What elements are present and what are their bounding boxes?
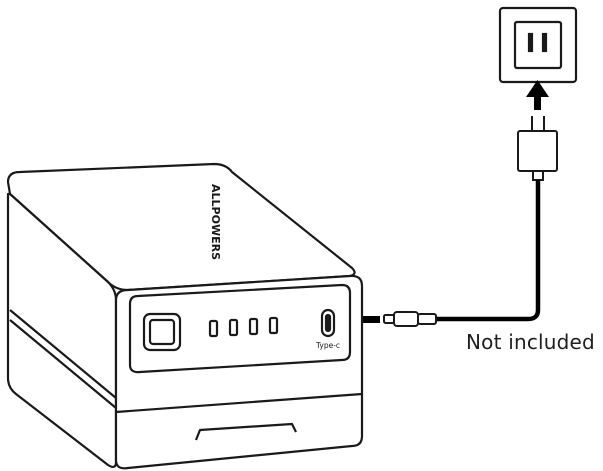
socket-plate [498,6,578,84]
socket-slot-right [541,32,548,53]
arrow-up-icon [526,80,549,110]
battery-indicator-1 [208,319,219,338]
side-groove-bottom [9,319,117,409]
power-button-inner [148,318,176,346]
side-groove-top [9,309,117,399]
device-top [6,162,356,292]
connector-strain-relief [417,313,437,325]
port-label: Type-c [315,341,340,350]
battery-indicator-2 [228,318,239,337]
power-station [6,162,364,470]
wall-socket [498,6,578,84]
charger-body [517,130,558,172]
device-side [6,192,118,469]
usb-c-connector [383,311,437,327]
connector-plug [383,314,395,324]
charging-cable [436,180,541,322]
charger-adapter [517,116,558,181]
battery-indicator-4 [268,316,279,335]
battery-indicator-3 [248,317,259,336]
connector-body [393,311,419,327]
not-included-caption: Not included [466,330,595,354]
socket-slot-left [527,32,534,53]
type-c-port-inner [324,313,332,333]
front-ridge [115,392,363,414]
front-handle [194,422,297,441]
front-panel [128,283,352,374]
charger-neck [532,170,544,181]
socket-face [513,20,563,70]
brand-logo: ALLPOWERS [209,184,222,260]
